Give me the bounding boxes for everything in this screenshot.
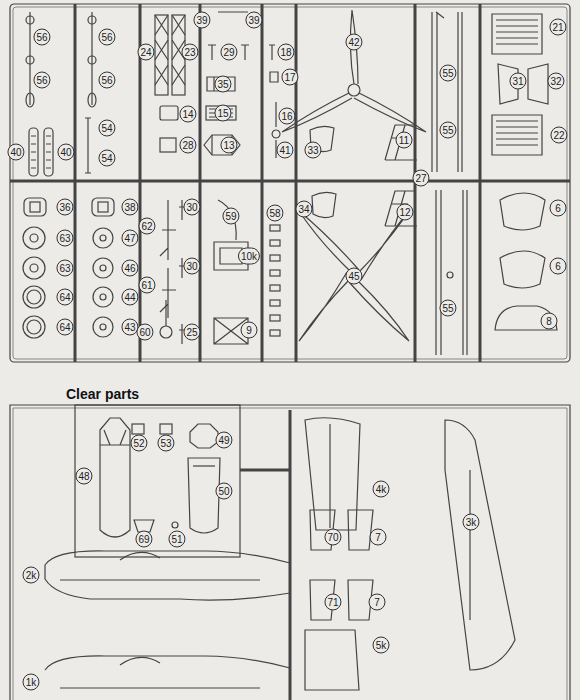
- callout-number: 60: [136, 324, 153, 341]
- callout-number: 55: [439, 122, 456, 139]
- callout-number: 61: [138, 277, 155, 294]
- callout-number: 27: [412, 170, 429, 187]
- callout-number: 11: [396, 132, 413, 149]
- callout-number: 21: [549, 19, 566, 36]
- callout-number: 12: [396, 204, 413, 221]
- callout-number: 17: [281, 69, 298, 86]
- callout-number: 18: [277, 44, 294, 61]
- callout-number: 1k: [23, 674, 40, 691]
- callout-number: 6: [550, 258, 567, 275]
- callout-number: 8: [541, 313, 558, 330]
- callout-number: 7: [369, 594, 386, 611]
- callout-number: 6: [550, 200, 567, 217]
- callout-number: 64: [56, 289, 73, 306]
- callout-number: 71: [324, 594, 341, 611]
- callout-number: 47: [121, 230, 138, 247]
- callout-number: 28: [179, 137, 196, 154]
- callout-number: 49: [215, 432, 232, 449]
- callout-number: 56: [98, 29, 115, 46]
- callout-number: 40: [57, 144, 74, 161]
- callout-number: 5k: [373, 637, 390, 654]
- callout-number: 9: [241, 322, 258, 339]
- callout-number: 53: [157, 435, 174, 452]
- callout-number: 45: [345, 268, 362, 285]
- callout-number: 4k: [373, 481, 390, 498]
- callout-number: 34: [295, 201, 312, 218]
- callout-number: 44: [121, 289, 138, 306]
- callout-number: 30: [183, 258, 200, 275]
- callout-number: 23: [181, 44, 198, 61]
- callout-number: 41: [276, 142, 293, 159]
- callout-number: 56: [33, 72, 50, 89]
- callout-number: 51: [168, 531, 185, 548]
- callout-number: 58: [266, 205, 283, 222]
- callout-number: 55: [439, 65, 456, 82]
- callout-number: 42: [345, 34, 362, 51]
- callout-number: 69: [135, 531, 152, 548]
- callout-number: 50: [215, 483, 232, 500]
- callout-number: 54: [98, 150, 115, 167]
- callout-number: 56: [98, 72, 115, 89]
- callout-number: 29: [220, 44, 237, 61]
- callout-number: 33: [304, 142, 321, 159]
- callout-number: 14: [179, 106, 196, 123]
- callout-number: 64: [56, 319, 73, 336]
- callout-number: 10k: [238, 248, 260, 265]
- callout-number: 16: [278, 108, 295, 125]
- callout-number: 15: [214, 105, 231, 122]
- callout-number: 13: [220, 137, 237, 154]
- callout-number: 36: [56, 199, 73, 216]
- callout-number: 48: [75, 468, 92, 485]
- callout-number: 35: [214, 76, 231, 93]
- callout-number: 22: [550, 127, 567, 144]
- callout-number: 2k: [23, 567, 40, 584]
- callout-number: 56: [33, 29, 50, 46]
- callout-number: 54: [98, 120, 115, 137]
- callout-number: 62: [138, 218, 155, 235]
- callout-number: 40: [7, 144, 24, 161]
- callout-number: 52: [130, 435, 147, 452]
- callout-number: 30: [183, 199, 200, 216]
- callout-number: 39: [193, 12, 210, 29]
- callout-number: 38: [121, 199, 138, 216]
- callout-number: 39: [245, 12, 262, 29]
- callout-number: 55: [439, 300, 456, 317]
- callout-number: 63: [56, 260, 73, 277]
- callout-number: 46: [121, 260, 138, 277]
- callout-number: 70: [324, 529, 341, 546]
- callout-number: 7: [370, 529, 387, 546]
- callout-number: 63: [56, 230, 73, 247]
- section-title: Clear parts: [66, 386, 139, 402]
- callout-number: 31: [509, 73, 526, 90]
- callout-number: 3k: [463, 514, 480, 531]
- callout-number: 32: [547, 73, 564, 90]
- callout-number: 25: [183, 324, 200, 341]
- callout-number: 24: [137, 44, 154, 61]
- callout-number: 59: [222, 208, 239, 225]
